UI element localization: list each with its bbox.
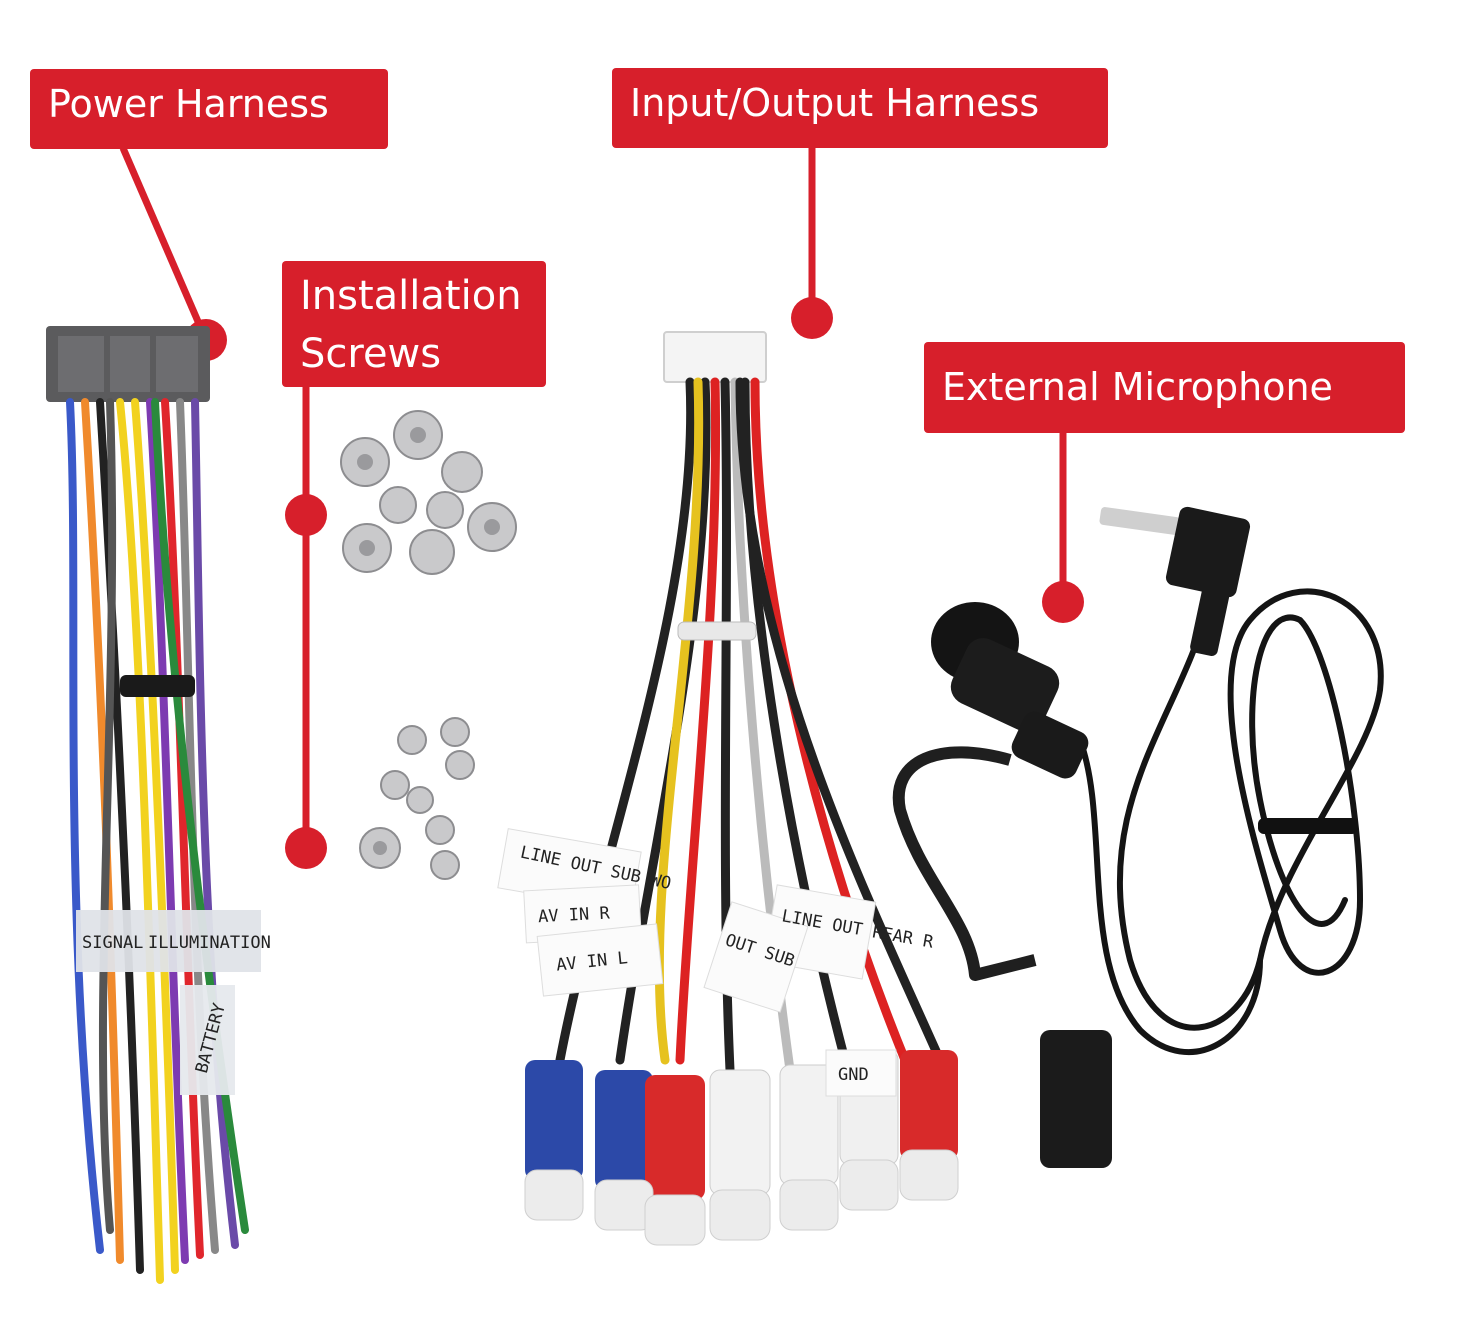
power-tag-band xyxy=(76,910,261,972)
dot-mic xyxy=(1042,581,1084,623)
external-microphone xyxy=(892,506,1384,1168)
io-tag-av-in-r: AV IN R xyxy=(538,903,611,927)
power-tag-signal: SIGNAL xyxy=(82,933,143,953)
jack-plug xyxy=(1165,506,1251,598)
label-io-harness: Input/Output Harness xyxy=(612,68,1108,148)
rca-plugs xyxy=(524,1049,959,1246)
leader-lines xyxy=(119,146,1067,845)
io-tags: LINE OUT SUB WO AV IN R AV IN L LINE OUT… xyxy=(497,828,936,1097)
dot-screws-lower xyxy=(285,827,327,869)
mic-mount-pad xyxy=(1040,1030,1112,1168)
jack-tip xyxy=(1099,507,1181,535)
io-harness: LINE OUT SUB WO AV IN R AV IN L LINE OUT… xyxy=(497,331,959,1246)
label-external-microphone: External Microphone xyxy=(924,342,1405,433)
io-connector xyxy=(663,331,767,383)
io-tag-gnd: GND xyxy=(838,1065,869,1085)
power-harness: SIGNAL ILLUMINATION BATTERY xyxy=(46,326,271,1284)
dot-screws-upper xyxy=(285,494,327,536)
label-power-harness: Power Harness xyxy=(30,69,388,149)
mic-cable xyxy=(1077,588,1384,1056)
power-wires xyxy=(66,398,249,1284)
io-cable-tie xyxy=(677,621,757,641)
label-installation-screws: Installation Screws xyxy=(282,261,546,387)
cable-tie xyxy=(120,675,195,697)
mic-cable-tie xyxy=(1258,818,1358,834)
installation-screws xyxy=(340,410,517,880)
mic-clip xyxy=(892,746,1037,981)
power-tag-illumination: ILLUMINATION xyxy=(148,933,271,953)
leader-line-power xyxy=(119,146,210,342)
dot-io xyxy=(791,297,833,339)
